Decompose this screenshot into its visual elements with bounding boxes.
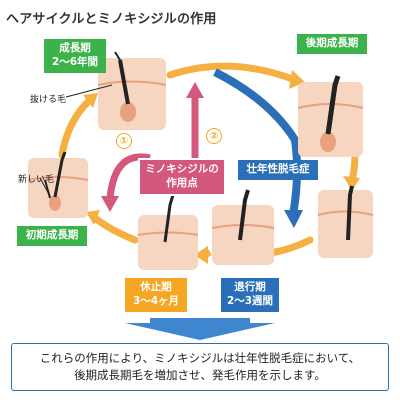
follicle-early-growth bbox=[27, 151, 89, 218]
new-hair-annotation: 新しい毛 bbox=[18, 175, 55, 185]
regression-phase-name: 退行期 bbox=[234, 281, 266, 294]
late-growth-phase-label: 後期成長期 bbox=[297, 34, 367, 54]
minoxidil-action-point: ミノキシジルの 作用点 bbox=[138, 158, 226, 196]
page-title: ヘアサイクルとミノキシジルの作用 bbox=[6, 12, 217, 27]
follicle-regression-2 bbox=[211, 189, 275, 265]
follicle-late-growth bbox=[297, 75, 364, 157]
follicle-growth bbox=[97, 51, 167, 130]
growth-phase-label: 成長期 2〜6年間 bbox=[44, 39, 106, 73]
new-hair-pointer bbox=[39, 177, 51, 197]
rest-phase-name: 休止期 bbox=[140, 281, 172, 294]
regression-phase-label: 退行期 2〜3週間 bbox=[221, 278, 279, 312]
shedding-hair-annotation: 抜ける毛 bbox=[30, 95, 67, 105]
aga-label: 壮年性脱毛症 bbox=[238, 160, 318, 180]
shedding-hair-pointer bbox=[65, 84, 113, 98]
growth-phase-name: 成長期 bbox=[59, 42, 91, 55]
minoxidil-arrows bbox=[101, 82, 204, 212]
early-growth-phase-label: 初期成長期 bbox=[17, 226, 87, 246]
summary-line-1: これらの作用により、ミノキシジルは壮年性脱毛症において、 bbox=[39, 350, 361, 365]
minoxidil-label-line1: ミノキシジルの bbox=[145, 163, 219, 176]
rest-phase-label: 休止期 3〜4ヶ月 bbox=[125, 278, 187, 312]
follicle-rest bbox=[137, 194, 199, 270]
growth-phase-duration: 2〜6年間 bbox=[51, 56, 99, 68]
step-number-2: ② bbox=[206, 128, 222, 144]
aga-arrows bbox=[213, 68, 303, 228]
follicle-regression bbox=[317, 185, 374, 258]
summary-box: これらの作用により、ミノキシジルは壮年性脱毛症において、 後期成長期毛を増加させ… bbox=[11, 343, 389, 391]
step-number-1: ① bbox=[116, 133, 132, 149]
regression-phase-duration: 2〜3週間 bbox=[226, 295, 274, 307]
minoxidil-label-line2: 作用点 bbox=[166, 177, 198, 189]
summary-line-2: 後期成長期毛を増加させ、発毛作用を示します。 bbox=[74, 368, 326, 382]
cycle-arrows bbox=[58, 62, 360, 264]
summary-down-arrow bbox=[125, 318, 275, 340]
rest-phase-duration: 3〜4ヶ月 bbox=[132, 295, 180, 307]
